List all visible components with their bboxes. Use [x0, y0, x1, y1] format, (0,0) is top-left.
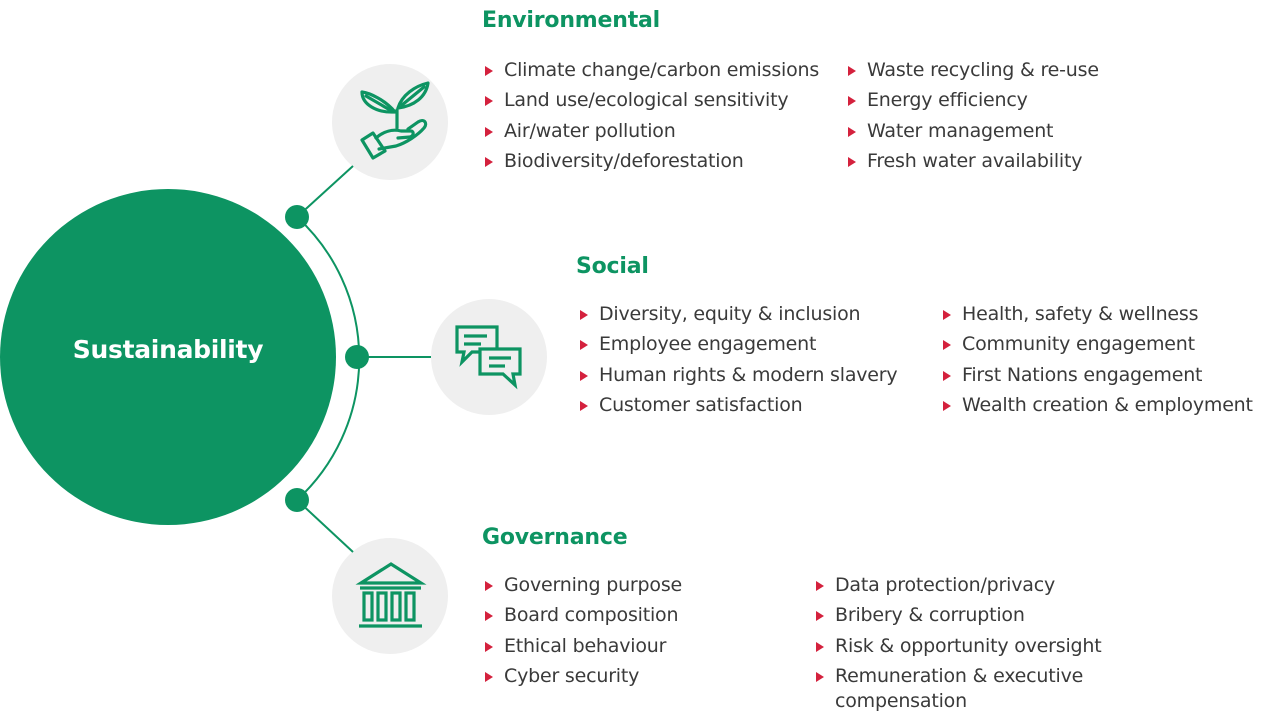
bullet-icon: [943, 370, 951, 381]
list-item: Employee engagement: [579, 329, 897, 359]
bullet-icon: [943, 401, 951, 412]
governance-title: Governance: [482, 525, 628, 550]
bullet-icon: [485, 66, 493, 76]
bullet-icon: [485, 672, 493, 683]
list-item: Community engagement: [942, 329, 1253, 359]
bullet-icon: [580, 310, 588, 320]
bullet-icon: [848, 157, 856, 168]
bullet-icon: [943, 340, 951, 351]
social-list-col1: Diversity, equity & inclusion Employee e…: [579, 299, 898, 421]
list-item: Risk & opportunity oversight: [815, 631, 1105, 661]
environmental-icon-bg: [332, 64, 448, 180]
list-item: Ethical behaviour: [484, 631, 682, 661]
list-item: Wealth creation & employment: [942, 390, 1253, 420]
social-title: Social: [576, 254, 649, 279]
list-item: Bribery & corruption: [815, 600, 1105, 630]
hub-circle: [0, 189, 336, 525]
bullet-icon: [485, 641, 493, 652]
environmental-list-col2: Waste recycling & re-use Energy efficien…: [847, 55, 1099, 177]
bullet-icon: [485, 581, 493, 591]
plant-in-hand-icon: [360, 81, 430, 160]
bullet-icon: [485, 157, 493, 168]
list-item: Human rights & modern slavery: [579, 360, 898, 390]
list-item: Health, safety & wellness: [942, 299, 1253, 329]
environmental-list-col1: Climate change/carbon emissions Land use…: [484, 55, 819, 177]
list-item: Fresh water availability: [847, 146, 1099, 176]
bullet-icon: [485, 96, 493, 107]
bullet-icon: [848, 66, 856, 76]
list-item: Remuneration & executive compensation: [815, 661, 1105, 714]
environmental-title: Environmental: [482, 8, 661, 33]
list-item: Air/water pollution: [484, 116, 819, 146]
social-list-col2: Health, safety & wellness Community enga…: [942, 299, 1253, 421]
bullet-icon: [580, 340, 588, 351]
node-dot-social: [345, 345, 369, 369]
bullet-icon: [580, 370, 588, 381]
bullet-icon: [943, 310, 951, 320]
connector-line-governance: [296, 499, 354, 553]
list-item: Water management: [847, 116, 1099, 146]
connector-line-environmental: [296, 165, 354, 218]
list-item: Governing purpose: [484, 570, 682, 600]
bullet-icon: [485, 126, 493, 137]
list-item: Climate change/carbon emissions: [484, 55, 819, 85]
bullet-icon: [485, 611, 493, 622]
bullet-icon: [816, 672, 824, 683]
list-item: Biodiversity/deforestation: [484, 146, 819, 176]
governance-list-col2: Data protection/privacy Bribery & corrup…: [815, 570, 1105, 714]
list-item: Energy efficiency: [847, 85, 1099, 115]
governance-icon-bg: [332, 538, 448, 654]
list-item: First Nations engagement: [942, 360, 1253, 390]
institution-building-icon: [355, 562, 427, 628]
list-item: Cyber security: [484, 661, 682, 691]
list-item: Board composition: [484, 600, 682, 630]
governance-list-col1: Governing purpose Board composition Ethi…: [484, 570, 682, 692]
bullet-icon: [816, 581, 824, 591]
bullet-icon: [816, 611, 824, 622]
list-item: Waste recycling & re-use: [847, 55, 1099, 85]
chat-bubbles-icon: [455, 325, 522, 390]
list-item: Customer satisfaction: [579, 390, 897, 420]
hub-label: Sustainability: [72, 335, 264, 364]
bullet-icon: [848, 126, 856, 137]
list-item: Land use/ecological sensitivity: [484, 85, 819, 115]
list-item: Diversity, equity & inclusion: [579, 299, 897, 329]
bullet-icon: [816, 641, 824, 652]
node-dot-environmental: [285, 205, 309, 229]
bullet-icon: [848, 96, 856, 107]
node-dot-governance: [285, 488, 309, 512]
list-item: Data protection/privacy: [815, 570, 1105, 600]
bullet-icon: [580, 401, 588, 412]
